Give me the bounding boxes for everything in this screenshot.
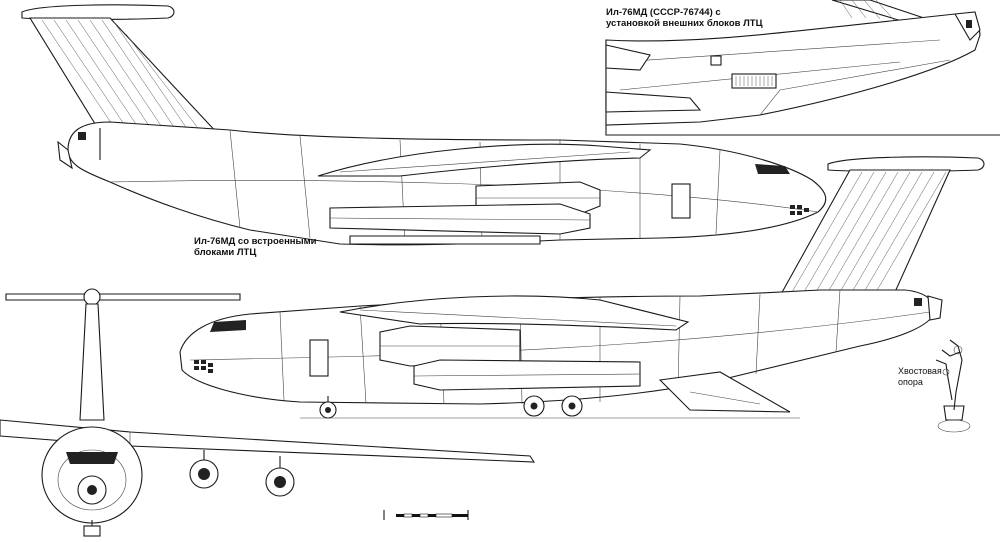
- main-view-caption: Ил-76МД со встроенными блоками ЛТЦ: [194, 236, 317, 258]
- tail-support-strut: [935, 339, 971, 433]
- tail-support-caption: Хвостовая опора: [898, 366, 942, 387]
- side-view-lower: [179, 156, 985, 419]
- side-view-upper: [21, 4, 827, 246]
- inset-view: [605, 0, 1000, 136]
- front-view: [0, 288, 536, 537]
- inset-caption: Ил-76МД (СССР-76744) с установкой внешни…: [606, 7, 763, 29]
- scale-bar: [383, 510, 469, 520]
